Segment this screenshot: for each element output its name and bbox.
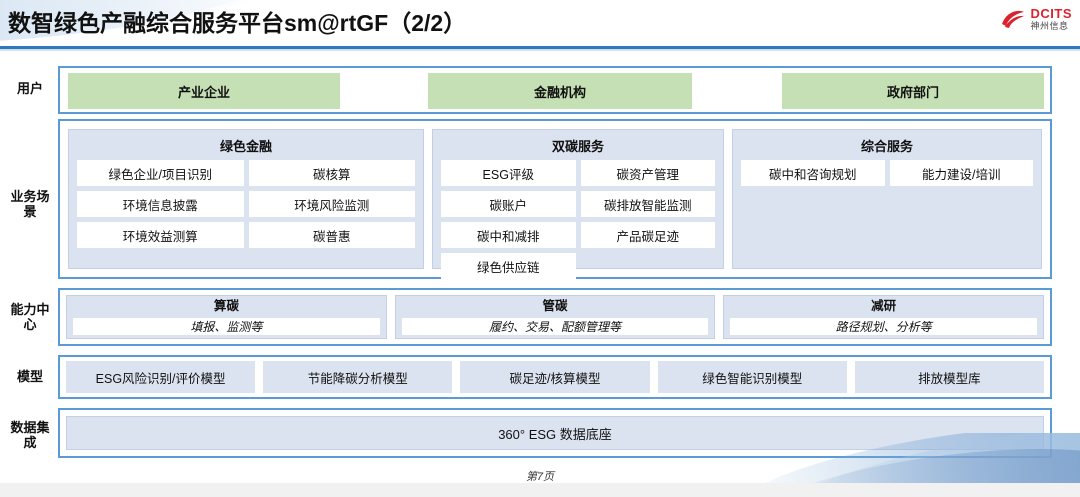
model-esg-risk[interactable]: ESG风险识别/评价模型 [66,361,256,393]
user-box-financial[interactable]: 金融机构 [428,73,692,109]
row-label-business: 业务场景 [10,189,50,219]
chip-carbon-asset-management[interactable]: 碳资产管理 [580,160,715,186]
model-carbon-footprint[interactable]: 碳足迹/核算模型 [460,361,650,393]
chip-green-enterprise-identification[interactable]: 绿色企业/项目识别 [77,160,244,186]
model-emission-library[interactable]: 排放模型库 [854,361,1045,393]
user-box-industry[interactable]: 产业企业 [68,73,340,109]
chip-carbon-account[interactable]: 碳账户 [441,191,576,217]
panel-title-dual-carbon: 双碳服务 [551,139,604,154]
user-box-government[interactable]: 政府部门 [782,73,1044,109]
capability-reduce-research[interactable]: 减研 路径规划、分析等 [723,295,1045,339]
chip-grid-dual-carbon: ESG评级 碳资产管理 碳账户 碳排放智能监测 碳中和减排 产品碳足迹 绿色供应… [441,160,715,279]
chip-grid-green-finance: 绿色企业/项目识别 碳核算 环境信息披露 环境风险监测 环境效益测算 碳普惠 [77,160,415,248]
panel-title-comprehensive: 综合服务 [860,139,913,154]
model-row: ESG风险识别/评价模型 节能降碳分析模型 碳足迹/核算模型 绿色智能识别模型 … [58,355,1052,399]
panel-dual-carbon-service: 双碳服务 ESG评级 碳资产管理 碳账户 碳排放智能监测 碳中和减排 产品碳足迹… [432,129,724,279]
panel-comprehensive-service: 综合服务 碳中和咨询规划 能力建设/培训 [732,129,1042,269]
page-number: 第7页 [525,471,555,483]
logo-wordmark: DCITS 神州信息 [1031,7,1073,31]
chip-environmental-disclosure[interactable]: 环境信息披露 [77,191,244,217]
row-label-data: 数据集成 [10,420,50,450]
row-label-capability: 能力中心 [10,302,50,332]
chip-grid-comprehensive: 碳中和咨询规划 能力建设/培训 [741,160,1033,186]
chip-esg-rating[interactable]: ESG评级 [441,160,576,186]
row-label-model: 模型 [16,369,43,384]
capability-title-manage: 管碳 [542,299,568,313]
chip-environmental-risk-monitoring[interactable]: 环境风险监测 [248,191,415,217]
model-green-intelligent[interactable]: 绿色智能识别模型 [657,361,847,393]
capability-title-reduce: 减研 [871,299,897,313]
chip-carbon-accounting[interactable]: 碳核算 [248,160,415,186]
footer-bar [0,483,1080,497]
company-logo: DCITS 神州信息 [1000,7,1073,31]
row-label-user: 用户 [16,81,43,96]
panel-green-finance: 绿色金融 绿色企业/项目识别 碳核算 环境信息披露 环境风险监测 环境效益测算 … [68,129,424,269]
user-row-track: 产业企业 金融机构 政府部门 [60,68,1050,112]
capability-manage-carbon[interactable]: 管碳 履约、交易、配额管理等 [394,295,716,339]
user-row: 产业企业 金融机构 政府部门 [58,66,1052,114]
chip-environmental-benefit-measure[interactable]: 环境效益测算 [77,222,244,248]
capability-sub-manage: 履约、交易、配额管理等 [401,317,709,335]
chip-carbon-inclusive[interactable]: 碳普惠 [248,222,415,248]
header-divider [0,46,1080,49]
chip-product-carbon-footprint[interactable]: 产品碳足迹 [580,222,715,248]
page-title: 数智绿色产融综合服务平台sm@rtGF（2/2） [8,10,467,36]
chip-carbon-neutral-reduction[interactable]: 碳中和减排 [441,222,576,248]
chip-carbon-emission-monitoring[interactable]: 碳排放智能监测 [580,191,715,217]
data-foundation-box[interactable]: 360° ESG 数据底座 [66,416,1044,450]
logo-text-cn: 神州信息 [1030,21,1069,31]
slide-header: 数智绿色产融综合服务平台sm@rtGF（2/2） DCITS 神州信息 [0,0,1080,51]
capability-sub-reduce: 路径规划、分析等 [730,317,1038,335]
capability-title-calculate: 算碳 [213,299,239,313]
capability-center-row: 算碳 填报、监测等 管碳 履约、交易、配额管理等 减研 路径规划、分析等 [58,288,1052,346]
capability-calculate-carbon[interactable]: 算碳 填报、监测等 [66,295,387,339]
header-divider-light [0,49,1080,51]
chip-capacity-building-training[interactable]: 能力建设/培训 [889,160,1033,186]
logo-text-en: DCITS [1030,6,1072,21]
chip-green-supply-chain[interactable]: 绿色供应链 [441,253,576,279]
dcits-swoosh-icon [1000,8,1026,30]
panel-title-green-finance: 绿色金融 [219,139,272,154]
capability-sub-calculate: 填报、监测等 [73,317,380,335]
business-scenario-row: 绿色金融 绿色企业/项目识别 碳核算 环境信息披露 环境风险监测 环境效益测算 … [58,119,1052,279]
chip-carbon-neutral-consulting[interactable]: 碳中和咨询规划 [741,160,885,186]
model-energy-saving[interactable]: 节能降碳分析模型 [263,361,453,393]
